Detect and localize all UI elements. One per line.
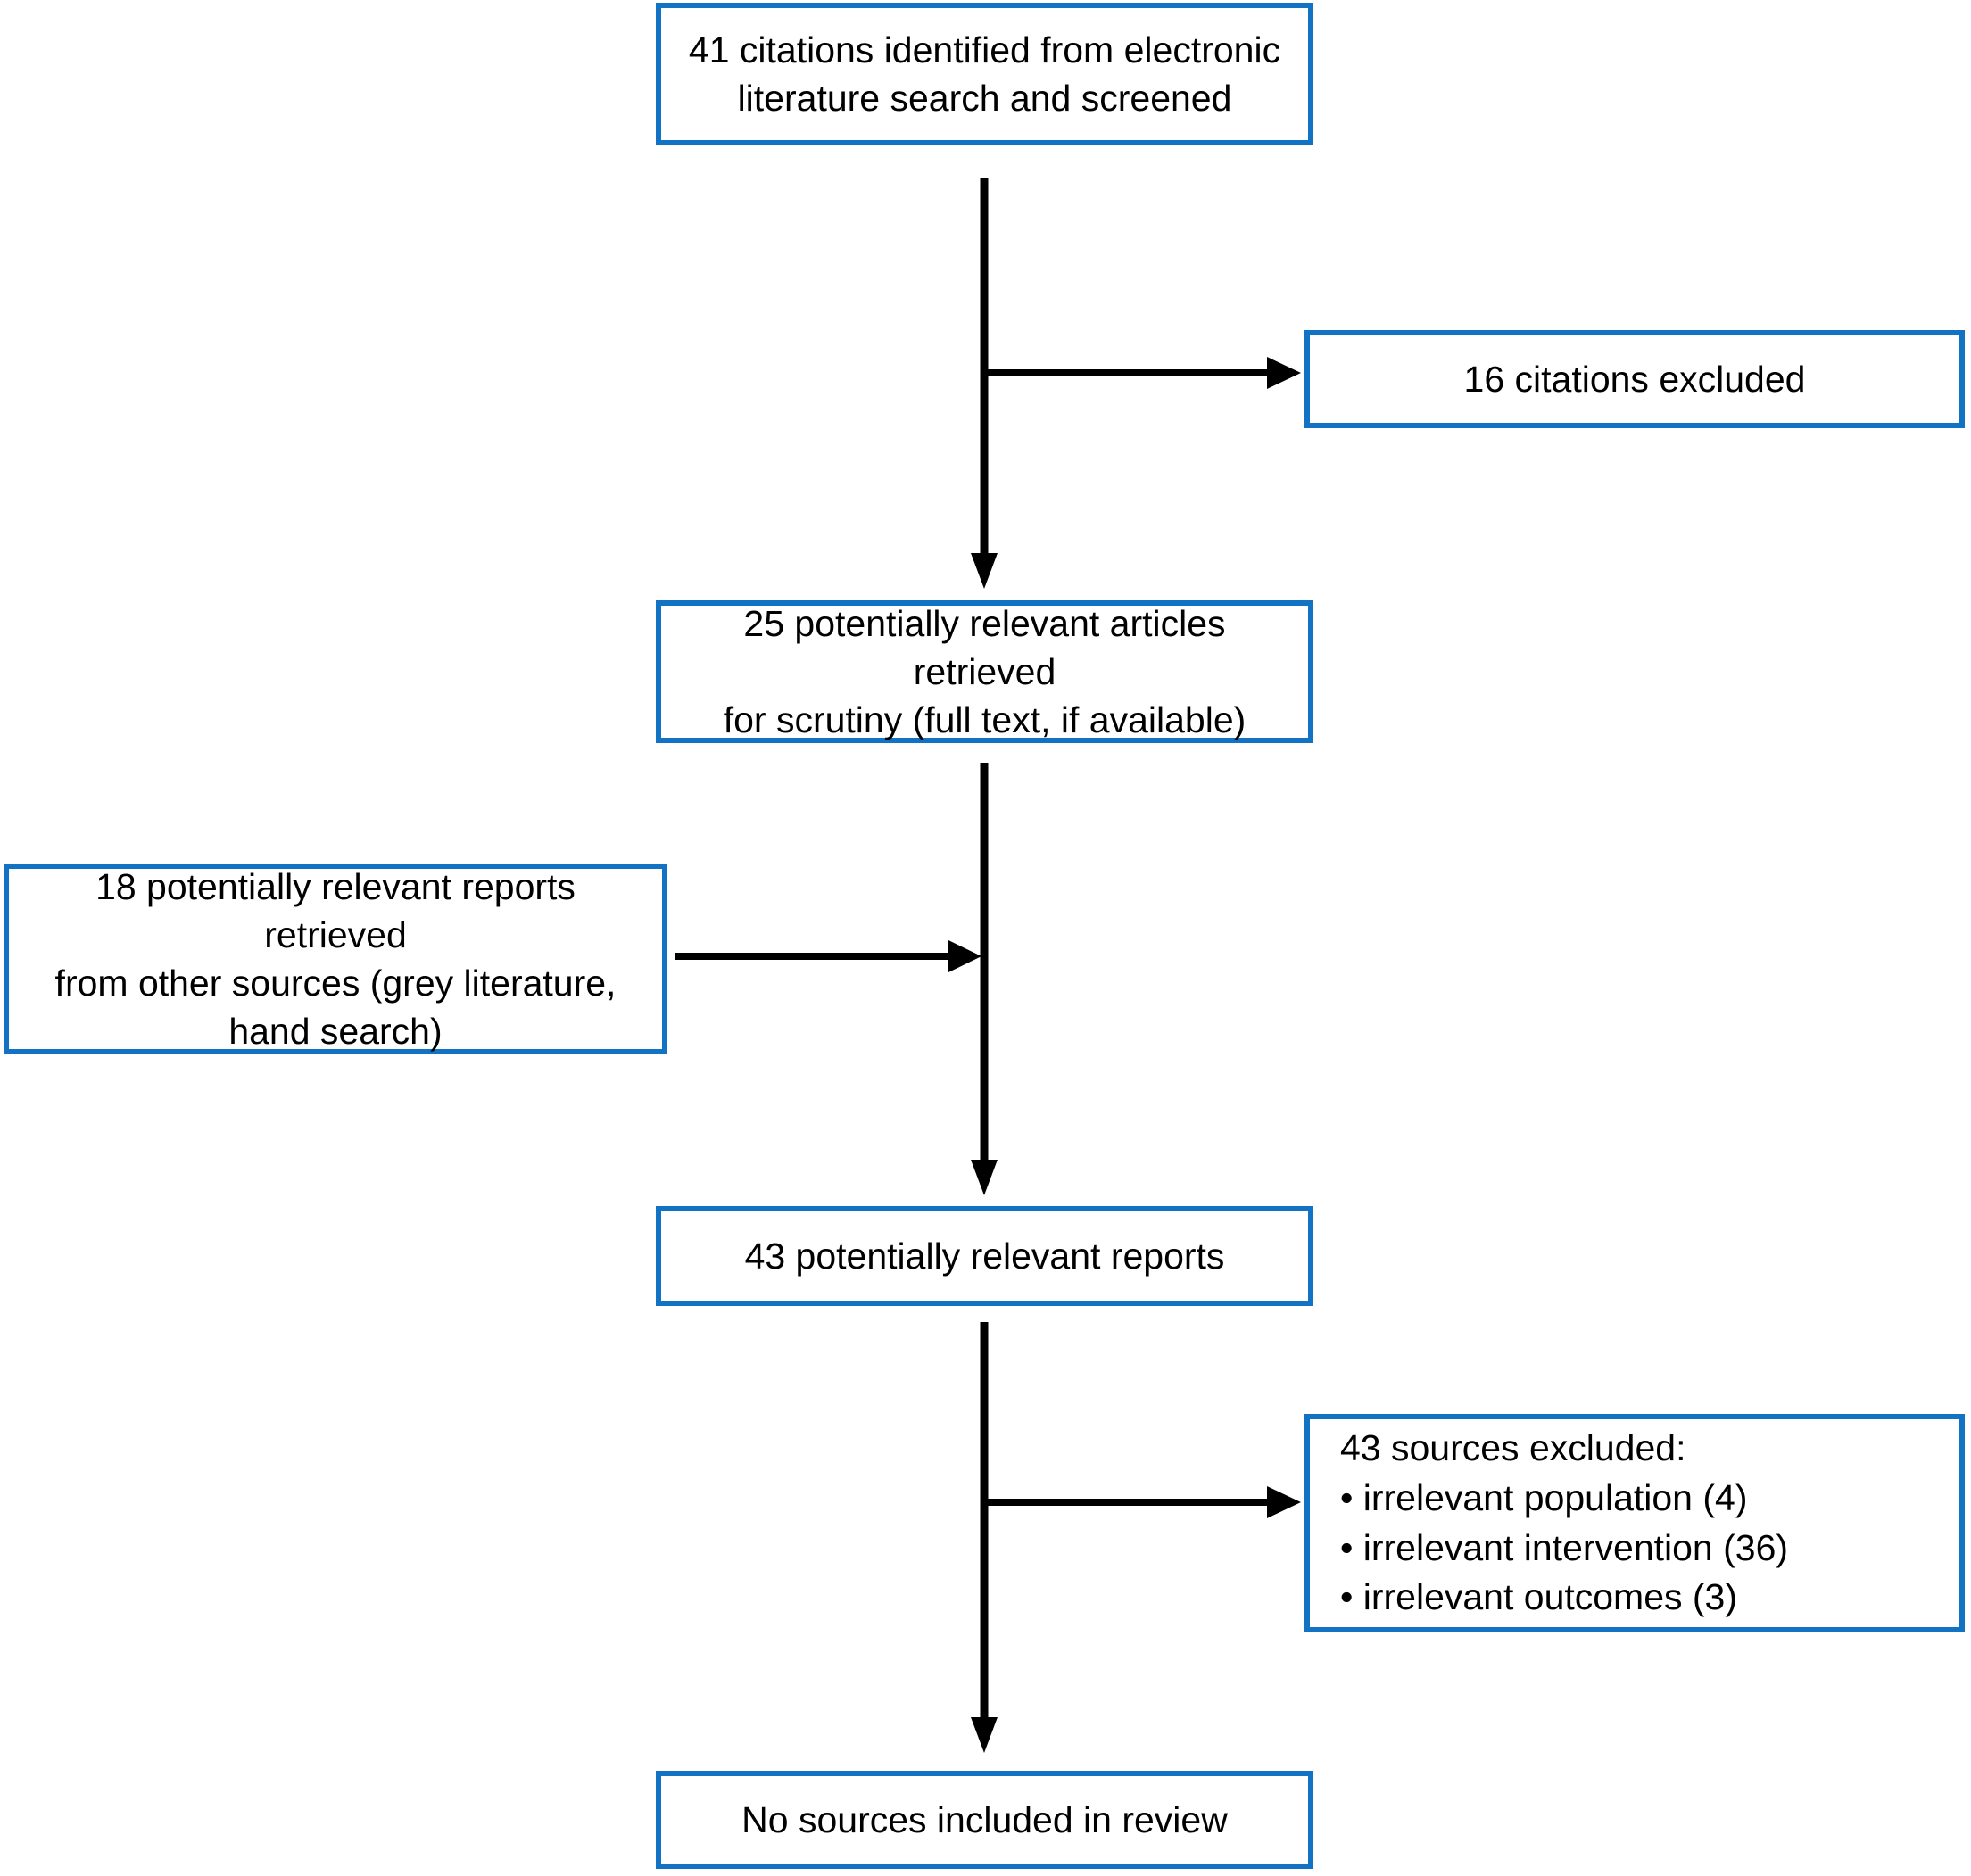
connector-identified-to-excluded-citations [984,357,1301,389]
connector-other-sources-to-trunk [675,940,981,972]
connector-identified-to-retrieved [971,178,998,589]
sources-excluded-list: 43 sources excluded: • irrelevant popula… [1310,1424,1788,1623]
sources-excluded-item: • irrelevant intervention (36) [1340,1526,1789,1568]
node-sources-included: No sources included in review [656,1771,1313,1869]
connector-reports-to-excluded-sources [984,1486,1301,1518]
sources-excluded-item: • irrelevant population (4) [1340,1476,1748,1518]
node-sources-excluded: 43 sources excluded: • irrelevant popula… [1304,1414,1965,1632]
node-potentially-relevant-reports-label: 43 potentially relevant reports [744,1235,1225,1277]
node-citations-identified: 41 citations identified from electronic … [656,3,1313,145]
node-reports-other-sources: 18 potentially relevant reports retrieve… [4,864,667,1054]
sources-excluded-heading: 43 sources excluded: [1340,1427,1686,1468]
node-potentially-relevant-reports: 43 potentially relevant reports [656,1206,1313,1306]
node-articles-retrieved: 25 potentially relevant articles retriev… [656,600,1313,743]
node-sources-included-label: No sources included in review [741,1798,1228,1840]
node-citations-identified-label: 41 citations identified from electronic … [688,29,1281,119]
node-citations-excluded: 16 citations excluded [1304,330,1965,428]
connector-reports-to-included [971,1322,998,1753]
node-citations-excluded-label: 16 citations excluded [1463,358,1806,400]
node-reports-other-sources-label: 18 potentially relevant reports retrieve… [54,865,617,1053]
node-articles-retrieved-label: 25 potentially relevant articles retriev… [723,602,1246,741]
sources-excluded-item: • irrelevant outcomes (3) [1340,1576,1738,1618]
connector-retrieved-to-reports [971,763,998,1195]
